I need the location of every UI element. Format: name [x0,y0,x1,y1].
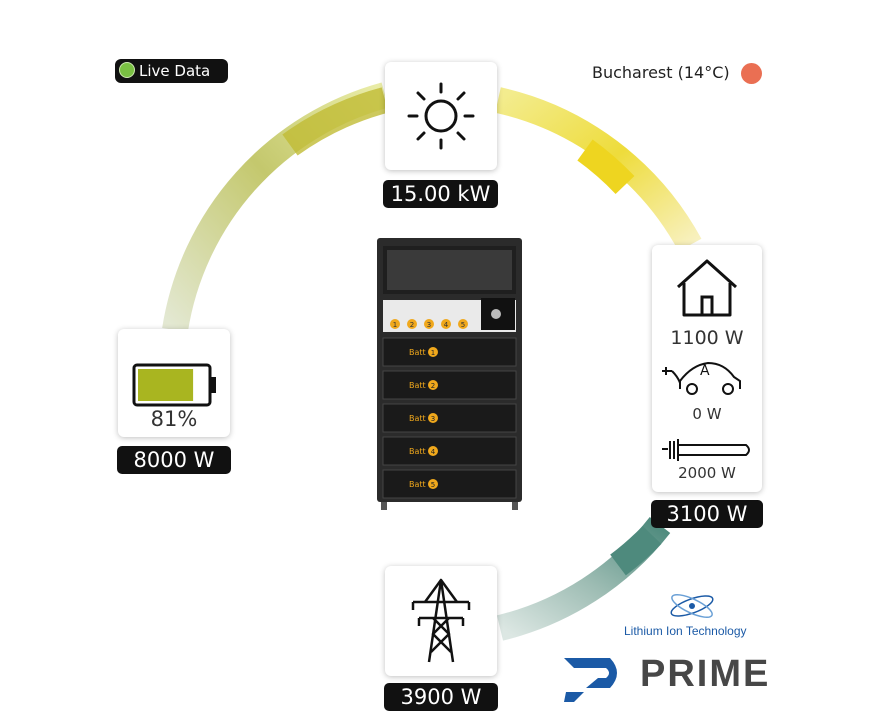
grid-power-value: 3900 W [384,683,498,711]
battery-card[interactable]: 81% [118,329,230,437]
solar-to-house-flow [495,87,702,252]
weather-indicator-dot [741,63,762,84]
solar-to-battery-flow [162,82,389,333]
battery-module-label: Batt [409,447,426,456]
heater-power-label: 2000 W [678,464,736,482]
power-tower-icon [411,578,471,663]
battery-module-number: 3 [431,415,435,423]
consumption-card[interactable]: 1100 W A 0 W 2000 W [652,245,762,492]
solar-segment-highlight [577,139,635,195]
battery-module [382,337,517,367]
grid-segment-highlight [610,525,662,576]
module-badge [390,319,400,329]
battery-module-number-badge [428,446,438,456]
battery-module-number-badge [428,347,438,357]
battery-module [382,403,517,433]
battery-module-label: Batt [409,480,426,489]
battery-module-number-badge [428,479,438,489]
grid-card[interactable] [385,566,497,676]
battery-segment-highlight [282,87,389,156]
battery-module-number: 2 [431,382,435,390]
module-badge-number: 2 [410,321,414,329]
ev-charger-badge: A [700,363,710,379]
live-data-label: Live Data [139,62,211,80]
battery-module [382,370,517,400]
battery-charge-label: 81% [150,407,198,431]
battery-module [382,469,517,499]
battery-module-number-badge [428,380,438,390]
ev-car-icon [662,361,741,395]
battery-module-label: Batt [409,381,426,390]
module-badge-number: 4 [444,321,449,329]
brand-tagline: Lithium Ion Technology [624,624,747,638]
brand-name: PRIME [640,653,771,695]
battery-module-number: 4 [431,448,436,456]
atom-logo-icon [670,593,714,619]
house-power-label: 1100 W [670,327,744,349]
sun-icon [407,82,475,150]
live-data-badge[interactable]: Live Data [115,59,228,83]
house-icon [676,259,738,317]
weather-location: Bucharest (14°C) [592,63,730,82]
heating-element-icon [662,439,750,461]
battery-module [382,436,517,466]
battery-module-number: 5 [431,481,435,489]
ev-power-label: 0 W [692,405,722,423]
module-badge [458,319,468,329]
battery-module-label: Batt [409,414,426,423]
battery-power-value: 8000 W [117,446,231,474]
module-badge [407,319,417,329]
battery-module-label: Batt [409,348,426,357]
module-badge [441,319,451,329]
module-badge-number: 5 [461,321,465,329]
module-badge [424,319,434,329]
module-badge-number: 1 [393,321,397,329]
module-badge-number: 3 [427,321,431,329]
battery-module-number: 1 [431,349,435,357]
solar-power-value: 15.00 kW [383,180,498,208]
live-status-dot [119,62,135,78]
battery-module-number-badge [428,413,438,423]
battery-icon [132,363,216,407]
consumption-total-value: 3100 W [651,500,763,528]
prime-logo-mark [564,658,617,702]
solar-card[interactable] [385,62,497,170]
